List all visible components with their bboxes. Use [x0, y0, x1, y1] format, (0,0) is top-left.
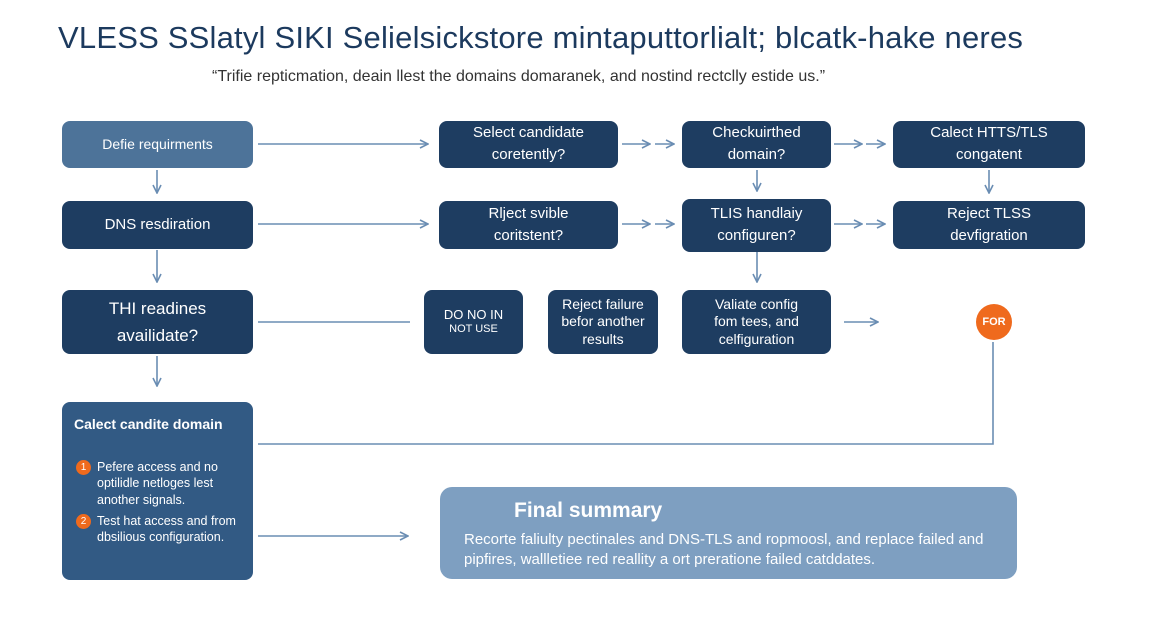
- panel-bullet-text: Test hat access and from dbsilious confi…: [97, 514, 236, 545]
- loop-line-panel-to-for: [258, 342, 994, 445]
- node-thi-readiness: THI readines availidate?: [62, 290, 253, 354]
- panel-title: Calect candite domain: [74, 416, 223, 432]
- node-check-domain: Checkuirthed domain?: [682, 121, 831, 168]
- panel-bullet-1: 1 Pefere access and no optilidle netloge…: [76, 459, 247, 508]
- final-summary-box: Final summary Recorte faliulty pectinale…: [440, 487, 1017, 579]
- step-1-badge: 1: [76, 460, 91, 475]
- summary-body: Recorte faliulty pectinales and DNS-TLS …: [464, 531, 984, 568]
- node-reject-visible: Rlject svible coritstent?: [439, 201, 618, 249]
- diagram-subtitle: “Trifie repticmation, deain llest the do…: [212, 68, 826, 85]
- candidate-domain-panel: Calect candite domain 1 Pefere access an…: [62, 402, 253, 580]
- panel-bullet-2: 2 Test hat access and from dbsilious con…: [76, 513, 247, 546]
- panel-bullet-text: Pefere access and no optilidle netloges …: [97, 460, 218, 507]
- node-reject-tls: Reject TLSS devfigration: [893, 201, 1085, 249]
- summary-title: Final summary: [514, 499, 663, 522]
- node-dns-resolution: DNS resdiration: [62, 201, 253, 249]
- node-validate-config: Valiate config fom tees, and celfigurati…: [682, 290, 831, 354]
- node-collect-tls: Calect HTTS/TLS congatent: [893, 121, 1085, 168]
- node-tls-handling: TLIS handlaiy configuren?: [682, 199, 831, 252]
- node-select-candidate: Select candidate coretently?: [439, 121, 618, 168]
- node-do-not-use: DO NO IN NOT USE: [424, 290, 523, 354]
- for-badge: FOR: [976, 304, 1012, 340]
- node-define-requirements: Defie requirments: [62, 121, 253, 168]
- step-2-badge: 2: [76, 514, 91, 529]
- node-reject-failure: Reject failure befor another results: [548, 290, 658, 354]
- diagram-title: VLESS SSlatyl SIKI Selielsickstore minta…: [58, 20, 1024, 55]
